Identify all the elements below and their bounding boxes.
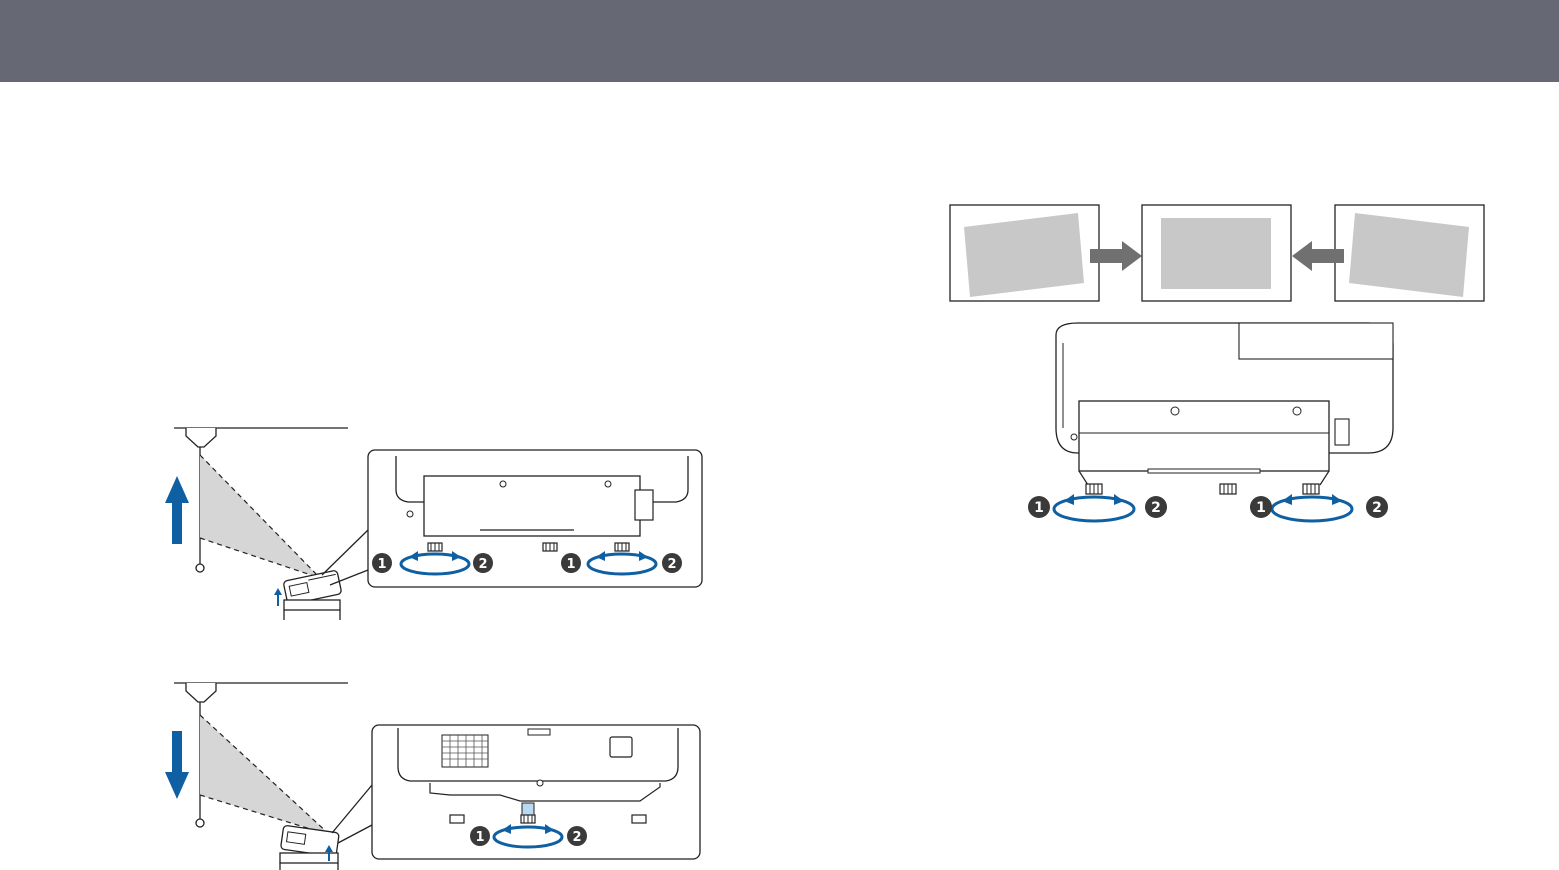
step-two-marker: 2 (567, 826, 587, 846)
keystone-tilt-correction-illustration: 1 2 1 2 (948, 203, 1488, 533)
svg-text:1: 1 (475, 830, 484, 845)
step-two-marker: 2 (662, 553, 682, 573)
step-two-marker: 2 (473, 553, 493, 573)
lower-callout-box: 1 2 (372, 725, 700, 859)
svg-text:2: 2 (478, 557, 487, 572)
foot-left (450, 815, 464, 823)
step-two-marker: 2 (1145, 496, 1167, 518)
svg-text:2: 2 (1151, 500, 1161, 516)
foot-center (1220, 484, 1236, 494)
raise-callout-box: 1 2 1 2 (368, 450, 702, 587)
tilted-right-image-panel (1335, 205, 1484, 301)
raise-front-illustration: 1 2 1 2 (160, 420, 705, 620)
step-two-marker: 2 (1366, 496, 1388, 518)
step-one-marker: 1 (1028, 496, 1050, 518)
svg-text:2: 2 (667, 557, 676, 572)
header-bar (0, 0, 1559, 82)
svg-text:2: 2 (1372, 500, 1382, 516)
step-one-marker: 1 (372, 553, 392, 573)
tilted-left-image-panel (950, 205, 1099, 301)
step-one-marker: 1 (470, 826, 490, 846)
foot-center (521, 815, 535, 823)
foot-right (632, 815, 646, 823)
foot-center (543, 543, 557, 551)
svg-text:1: 1 (566, 557, 575, 572)
foot-left (1086, 484, 1102, 494)
arrow-down-icon (165, 731, 189, 799)
foot-left (428, 543, 442, 551)
svg-text:1: 1 (1256, 500, 1266, 516)
svg-text:2: 2 (572, 830, 581, 845)
svg-text:1: 1 (1034, 500, 1044, 516)
foot-right (1303, 484, 1319, 494)
arrow-up-icon (165, 476, 189, 544)
corrected-image-panel (1142, 205, 1291, 301)
rotate-arrow-right (1272, 494, 1352, 521)
projector-bottom-view (1056, 323, 1393, 485)
lower-front-illustration: 1 2 (160, 675, 705, 870)
svg-text:1: 1 (377, 557, 386, 572)
foot-right (615, 543, 629, 551)
rotate-arrow-left (1054, 494, 1134, 521)
step-one-marker: 1 (1250, 496, 1272, 518)
step-one-marker: 1 (561, 553, 581, 573)
